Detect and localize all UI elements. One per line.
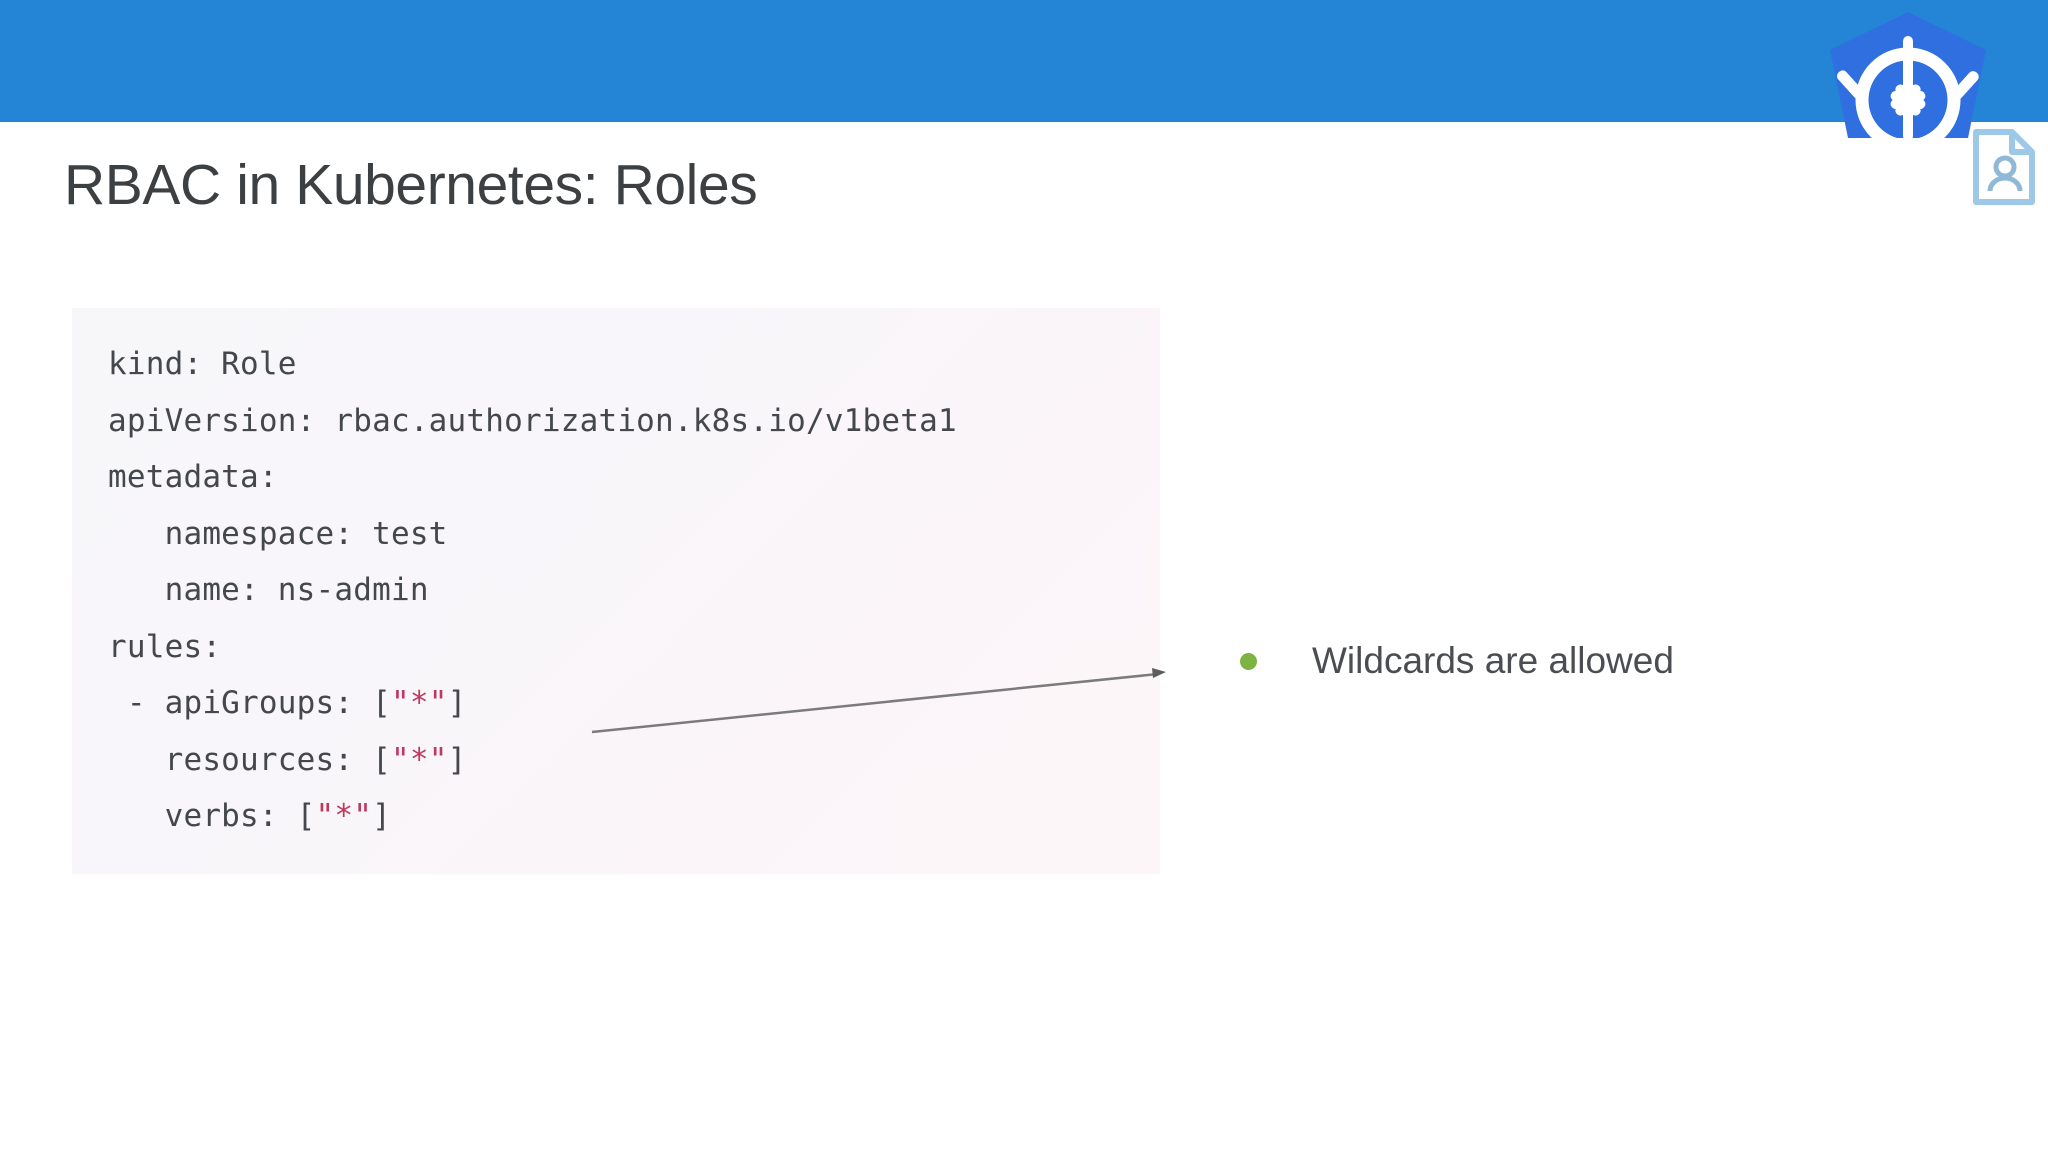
code-token-plain: kind: Role (108, 346, 297, 382)
bullet-dot-icon (1240, 652, 1257, 670)
code-token-plain: - apiGroups: [ (108, 685, 391, 721)
code-token-string: "*" (315, 798, 373, 834)
code-token-string: "*" (390, 741, 448, 778)
code-line: - apiGroups: ["*"] (108, 675, 1160, 732)
code-token-string: "*" (390, 685, 448, 721)
callout-item: Wildcards are allowed (1240, 637, 1674, 685)
code-token-plain: name: ns-admin (108, 572, 429, 608)
code-token-plain: metadata: (108, 459, 278, 495)
code-line: apiVersion: rbac.authorization.k8s.io/v1… (108, 393, 1160, 450)
code-token-plain: ] (447, 685, 467, 721)
top-banner (0, 0, 2048, 122)
code-line: verbs: ["*"] (108, 788, 1160, 845)
callout-label: Wildcards are allowed (1312, 640, 1674, 681)
document-person-icon (1968, 128, 2040, 206)
code-token-plain: ] (447, 741, 467, 778)
code-line: rules: (108, 619, 1160, 676)
page-title: RBAC in Kubernetes: Roles (64, 153, 758, 217)
kubernetes-logo (1823, 8, 1993, 168)
code-block: kind: Role apiVersion: rbac.authorization… (72, 308, 1160, 874)
code-token-plain: namespace: test (108, 515, 448, 552)
code-token-plain: ] (372, 798, 391, 834)
code-line: namespace: test (108, 506, 1160, 563)
code-token-plain: resources: [ (108, 741, 391, 778)
code-token-plain: verbs: [ (108, 798, 316, 834)
code-line: kind: Role (108, 336, 1160, 393)
code-line: resources: ["*"] (108, 732, 1160, 789)
code-token-plain: apiVersion: rbac.authorization.k8s.io/v1… (108, 402, 957, 439)
code-line: metadata: (108, 449, 1160, 506)
code-line: name: ns-admin (108, 562, 1160, 619)
code-token-plain: rules: (108, 628, 222, 665)
